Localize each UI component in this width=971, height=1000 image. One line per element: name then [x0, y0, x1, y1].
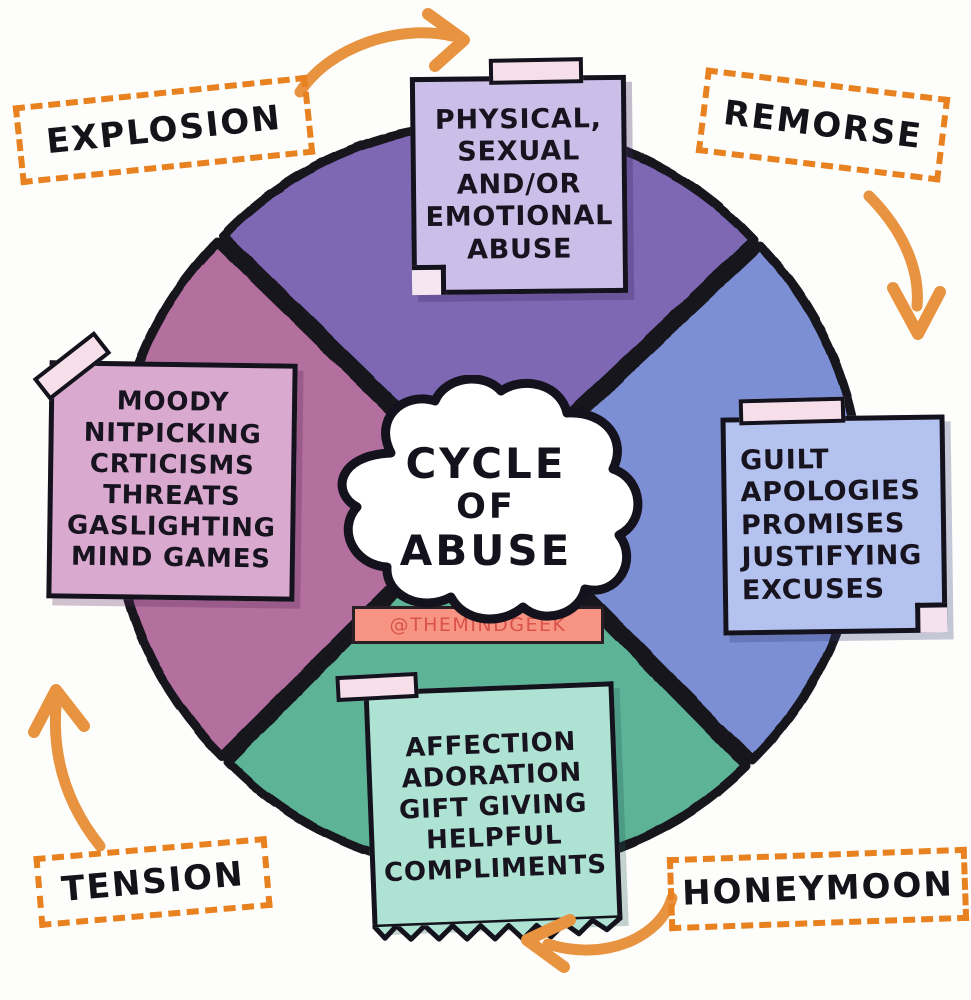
note-line: PROMISES [740, 507, 906, 542]
note-line: MIND GAMES [70, 541, 271, 575]
cloud-shape-icon [337, 374, 643, 624]
note-line: EMOTIONAL [425, 200, 614, 234]
note-line: THREATS [102, 480, 241, 512]
note-line: ABUSE [466, 233, 573, 266]
note-explosion: PHYSICAL, SEXUAL AND/OR EMOTIONAL ABUSE [409, 74, 629, 296]
note-folded-corner [915, 602, 948, 633]
note-line: CRTICISMS [89, 448, 255, 481]
note-line: JUSTIFYING [741, 539, 923, 574]
center-cloud: CYCLE OF ABUSE [321, 374, 651, 640]
cloud-line-2: OF [456, 486, 516, 527]
note-line: PHYSICAL, [434, 103, 602, 136]
note-line: COMPLIMENTS [383, 849, 608, 889]
note-line: NITPICKING [83, 417, 262, 450]
stage-label-honeymoon: HONEYMOON [666, 846, 970, 932]
note-tape-explosion [488, 57, 584, 85]
note-line: EXCUSES [741, 572, 886, 606]
note-folded-corner [411, 264, 447, 296]
note-tension: MOODY NITPICKING CRTICISMS THREATS GASLI… [46, 360, 298, 602]
note-line: SEXUAL [457, 135, 581, 169]
note-line: APOLOGIES [740, 475, 921, 509]
note-tape-remorse [738, 396, 846, 426]
note-line: MOODY [116, 386, 230, 419]
note-line: AND/OR [456, 168, 582, 201]
cloud-title-text: CYCLE OF ABUSE [321, 375, 651, 640]
note-remorse: GUILT APOLOGIES PROMISES JUSTIFYING EXCU… [720, 414, 948, 636]
note-line: GASLIGHTING [66, 510, 276, 544]
cloud-line-1: CYCLE [405, 438, 567, 488]
note-honeymoon: AFFECTION ADORATION GIFT GIVING HELPFUL … [363, 681, 624, 942]
note-line: GUILT [739, 444, 830, 477]
cloud-line-3: ABUSE [399, 526, 573, 576]
note-tape-honeymoon [335, 671, 419, 703]
